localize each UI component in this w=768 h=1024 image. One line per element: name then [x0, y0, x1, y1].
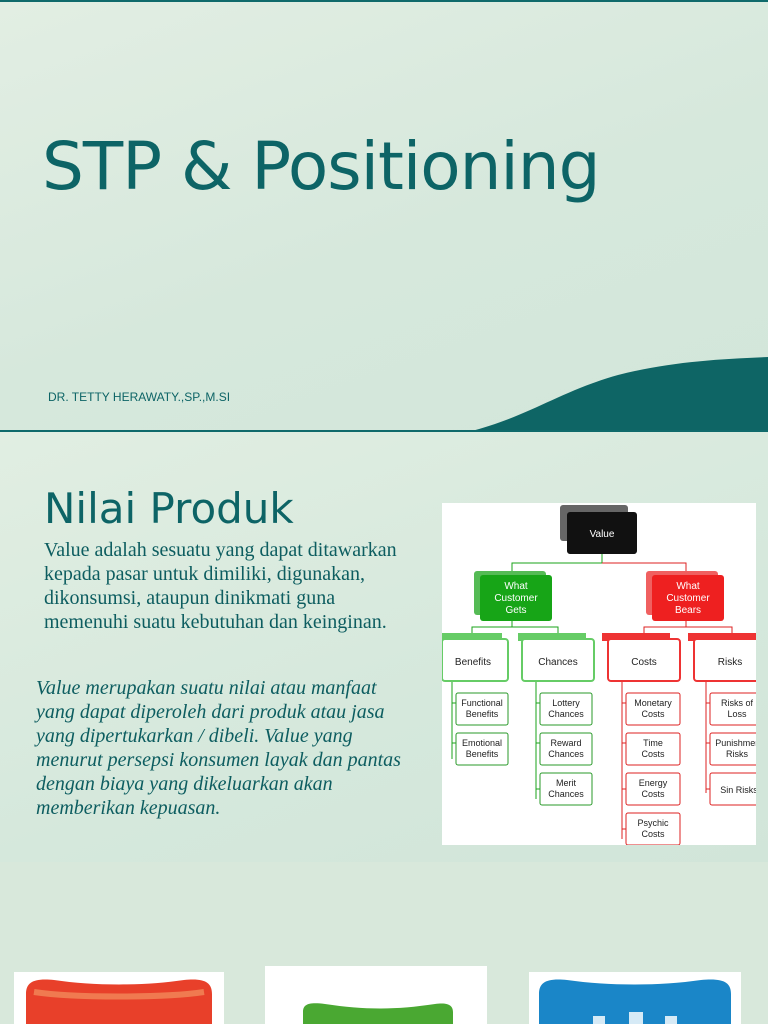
- bears-line2: Customer: [666, 593, 710, 604]
- value-definition-text: Value adalah sesuatu yang dapat ditawark…: [44, 539, 397, 633]
- reward-chances-node: [539, 732, 593, 766]
- merit-chances-line1: Merit: [556, 778, 576, 788]
- risks-label: Risks: [718, 657, 742, 668]
- bears-line3: Bears: [675, 605, 701, 616]
- value-tree-svg: Value What Customer Gets What Customer B…: [441, 505, 767, 846]
- reward-chances-line1: Reward: [550, 738, 581, 748]
- benefits-node: [441, 638, 509, 682]
- pillow-green-image: [303, 1003, 453, 1024]
- emotional-benefits-line1: Emotional: [462, 738, 502, 748]
- monetary-costs-line1: Monetary: [634, 698, 672, 708]
- sin-risks-label: Sin Risks: [720, 785, 756, 795]
- lottery-chances-node: [539, 692, 593, 726]
- product-images-slide: [0, 862, 768, 1024]
- monetary-costs-node: [625, 692, 681, 726]
- pillow-card-green: [265, 966, 487, 1024]
- punishment-risks-line1: Punishment: [715, 738, 756, 748]
- value-node: [567, 512, 637, 554]
- reward-chances-line2: Chances: [548, 749, 584, 759]
- pillow-red-image: [26, 979, 212, 1024]
- time-costs-node: [625, 732, 681, 766]
- functional-benefits-line1: Functional: [461, 698, 503, 708]
- merit-chances-node: [539, 772, 593, 806]
- costs-label: Costs: [631, 657, 657, 668]
- gets-line1: What: [504, 581, 528, 592]
- lottery-chances-line1: Lottery: [552, 698, 580, 708]
- psychic-costs-line2: Costs: [641, 829, 665, 839]
- monetary-costs-line2: Costs: [641, 709, 665, 719]
- value-diagram: Value What Customer Gets What Customer B…: [441, 503, 767, 846]
- psychic-costs-line1: Psychic: [637, 818, 669, 828]
- slide-heading: Nilai Produk: [44, 484, 294, 533]
- energy-costs-line1: Energy: [639, 778, 668, 788]
- nilai-produk-slide: Nilai Produk Value adalah sesuatu yang d…: [0, 432, 768, 862]
- benefits-label: Benefits: [455, 657, 491, 668]
- energy-costs-line2: Costs: [641, 789, 665, 799]
- slide-divider: [0, 430, 768, 432]
- functional-benefits-line2: Benefits: [466, 709, 499, 719]
- functional-benefits-node: [455, 692, 509, 726]
- pillow-card-red: [14, 972, 224, 1024]
- bears-line1: What: [676, 581, 700, 592]
- lottery-chances-line2: Chances: [548, 709, 584, 719]
- risks-of-loss-line2: Loss: [727, 709, 747, 719]
- gets-line3: Gets: [505, 605, 526, 616]
- time-costs-line1: Time: [643, 738, 663, 748]
- costs-node: [607, 638, 681, 682]
- merit-chances-line2: Chances: [548, 789, 584, 799]
- author-name: DR. TETTY HERAWATY.,SP.,M.SI: [48, 390, 231, 404]
- gets-line2: Customer: [494, 593, 538, 604]
- value-explanation-text: Value merupakan suatu nilai atau manfaat…: [36, 677, 401, 819]
- value-node-label: Value: [590, 529, 615, 540]
- chances-node: [521, 638, 595, 682]
- pillow-blue-image: [539, 979, 731, 1024]
- punishment-risks-line2: Risks: [726, 749, 748, 759]
- slide-title: STP & Positioning: [42, 128, 600, 205]
- chances-label: Chances: [538, 657, 577, 668]
- decorative-swoosh: [468, 357, 768, 432]
- emotional-benefits-node: [455, 732, 509, 766]
- time-costs-line2: Costs: [641, 749, 665, 759]
- energy-costs-node: [625, 772, 681, 806]
- customer-gets-node: [480, 575, 552, 621]
- title-slide: STP & Positioning DR. TETTY HERAWATY.,SP…: [0, 0, 768, 432]
- emotional-benefits-line2: Benefits: [466, 749, 499, 759]
- risks-of-loss-line1: Risks of: [721, 698, 754, 708]
- pillow-card-blue: [529, 972, 741, 1024]
- customer-bears-node: [652, 575, 724, 621]
